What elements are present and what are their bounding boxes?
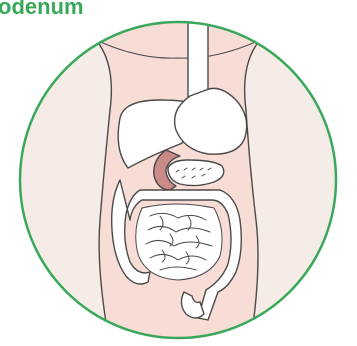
page-title: odenum — [0, 0, 84, 21]
pancreas — [168, 160, 224, 186]
esophagus — [188, 14, 208, 102]
small-intestine — [136, 204, 222, 280]
